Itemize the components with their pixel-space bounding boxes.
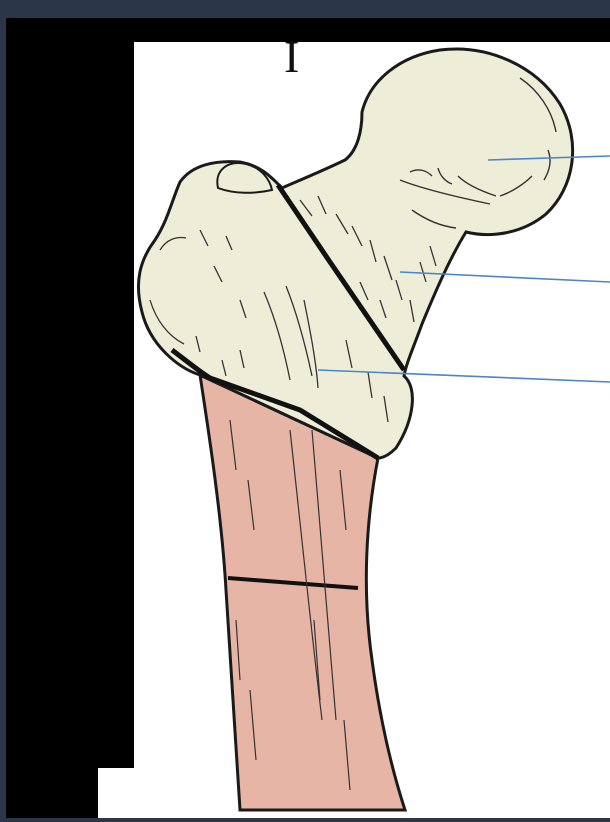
- greater-trochanter-tip: [217, 163, 272, 193]
- figure-label: I: [284, 34, 299, 80]
